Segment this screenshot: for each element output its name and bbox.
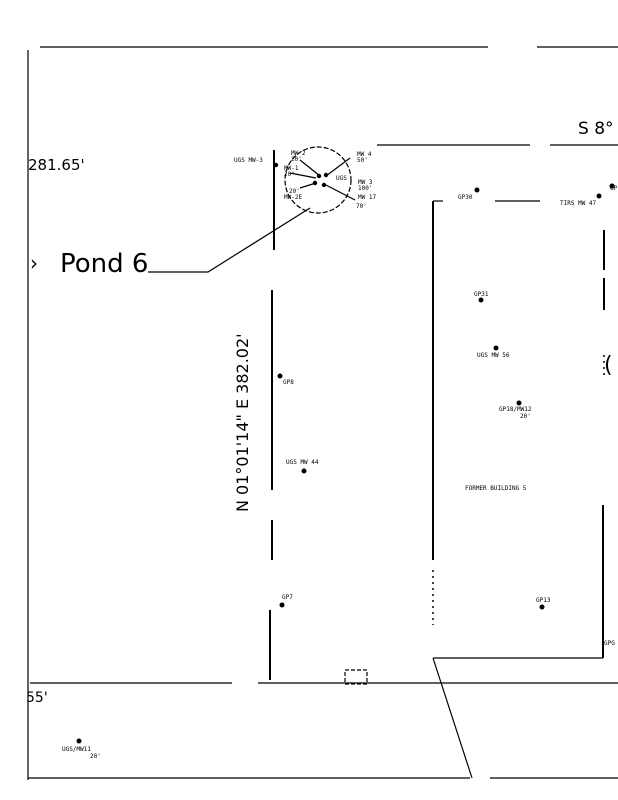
- frame-lines: [27, 46, 618, 780]
- label-ugs-mw56: UGS MW 56: [477, 352, 510, 359]
- label-mw-2: MW 2: [291, 150, 306, 157]
- left-distance-label: 281.65': [28, 156, 85, 174]
- label-mw-17-depth: 70': [356, 203, 367, 210]
- label-gp-edge-bottom: GPG: [604, 640, 615, 647]
- pond-label: Pond 6: [60, 249, 148, 279]
- label-ugs-mw-3: UGS MW-3: [234, 157, 263, 164]
- label-mw-2e: MW-2E: [284, 194, 302, 201]
- right-edge-glyph: (: [604, 353, 613, 378]
- label-gp18-depth: 20': [520, 413, 531, 420]
- label-mw-3-depth: 100': [358, 185, 372, 192]
- label-mw-2e-depth: 20': [289, 188, 300, 195]
- label-mw-1: MW-1: [284, 165, 299, 172]
- west-property-line: [269, 150, 275, 680]
- west-bearing-label: N 01°01'14" E 382.02': [233, 333, 252, 512]
- label-gp13: GP13: [536, 597, 551, 604]
- label-gp31: GP31: [474, 291, 489, 298]
- label-mw-17: MW 17: [358, 194, 376, 201]
- sample-points: [76, 183, 615, 744]
- label-gp18: GP18/MW12: [499, 406, 532, 413]
- label-ugs-mw44: UGS MW 44: [286, 459, 319, 466]
- label-gp7: GP7: [282, 594, 293, 601]
- label-ugs: UGS: [336, 175, 347, 182]
- well-cluster-circle: [284, 146, 352, 214]
- label-gp8: GP8: [283, 379, 294, 386]
- pond-leader-line: [148, 207, 311, 273]
- building-label: FORMER BUILDING 5: [465, 485, 527, 492]
- cluster-well-points: [273, 162, 329, 188]
- label-ugs-mw11: UGS/MW11: [62, 746, 91, 753]
- label-mw-4: MW 4: [357, 151, 372, 158]
- label-tirs-mw47: TIRS MW 47: [560, 200, 597, 207]
- top-bearing-label: S 8°: [578, 119, 614, 139]
- pond-arrow: ›: [30, 251, 38, 275]
- bottom-distance-label: 55': [26, 690, 48, 706]
- label-mw-3: MW 3: [358, 179, 373, 186]
- former-building-outline: [344, 200, 605, 779]
- label-gp-edge-top: GP: [610, 185, 618, 192]
- label-mw-1-depth: 20': [284, 171, 295, 178]
- label-ugs-mw11-depth: 20': [90, 753, 101, 760]
- label-mw-4-depth: 50': [357, 157, 368, 164]
- label-gp30: GP30: [458, 194, 473, 201]
- label-mw-2-depth: 20': [291, 156, 302, 163]
